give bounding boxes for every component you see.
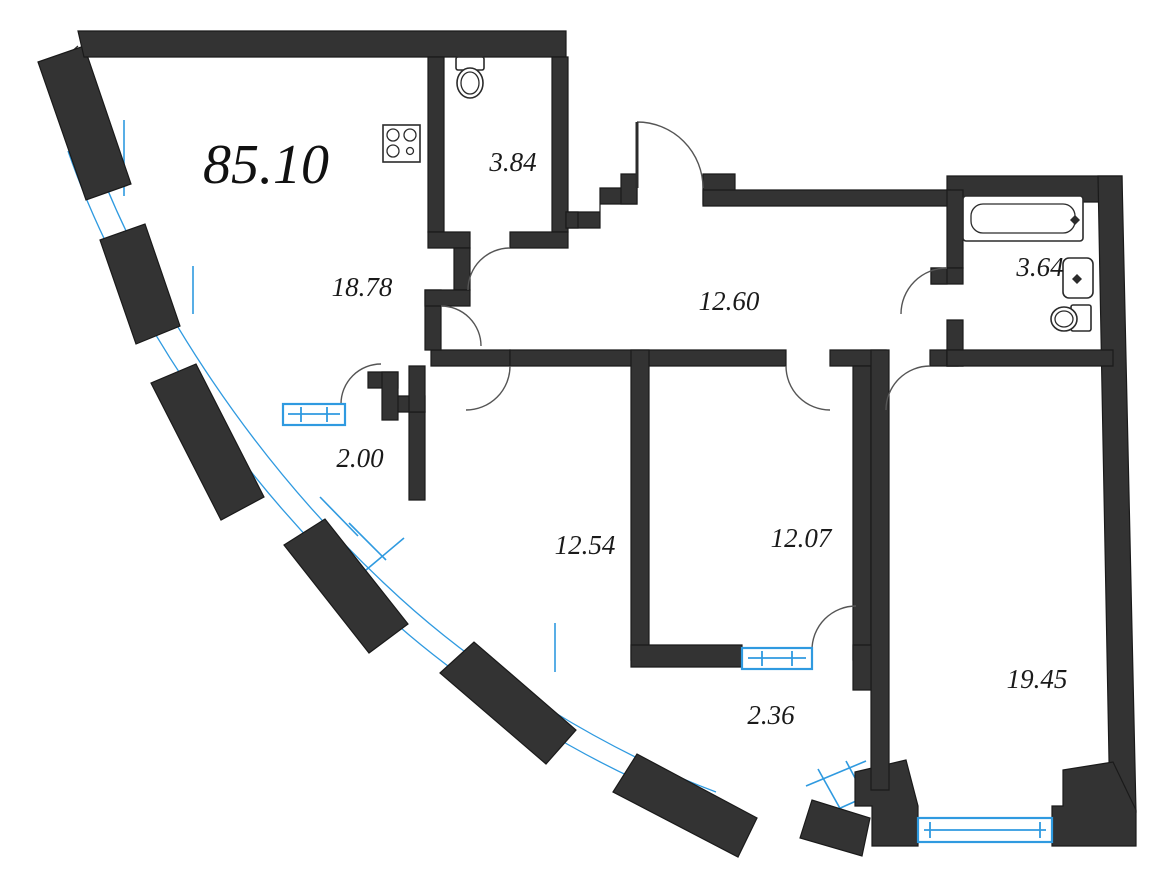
room-label-kitchen-living: 18.78 — [332, 272, 393, 302]
door-swings — [340, 121, 948, 651]
window-balcony-bottom — [740, 646, 814, 671]
room-label-bedroom-three: 19.45 — [1007, 664, 1068, 694]
sink-icon — [1062, 257, 1094, 299]
room-label-balcony-bottom: 2.36 — [747, 700, 795, 730]
area-labels: 85.10 18.78 3.84 12.60 3.64 2.00 12.54 1… — [203, 134, 1067, 730]
right-exterior-wall — [946, 175, 1137, 847]
toilet-icon-wc — [455, 56, 485, 99]
top-exterior-wall — [77, 30, 567, 58]
interior-walls — [367, 56, 1114, 791]
toilet-icon-main — [1050, 304, 1092, 332]
bathtub-icon — [962, 195, 1084, 242]
room-label-bedroom-two: 12.07 — [771, 523, 833, 553]
curved-exterior-wall — [37, 45, 871, 858]
room-label-bathroom-main: 3.64 — [1015, 252, 1063, 282]
room-label-balcony-left: 2.00 — [336, 443, 384, 473]
room-label-bedroom-one: 12.54 — [555, 530, 616, 560]
stove-icon — [382, 124, 421, 163]
window-bedroom-three — [916, 816, 1054, 844]
room-label-hall-corridor: 12.60 — [699, 286, 760, 316]
total-area-label: 85.10 — [203, 134, 329, 196]
room-label-bathroom-small: 3.84 — [488, 147, 536, 177]
window-balcony-left — [281, 402, 347, 427]
